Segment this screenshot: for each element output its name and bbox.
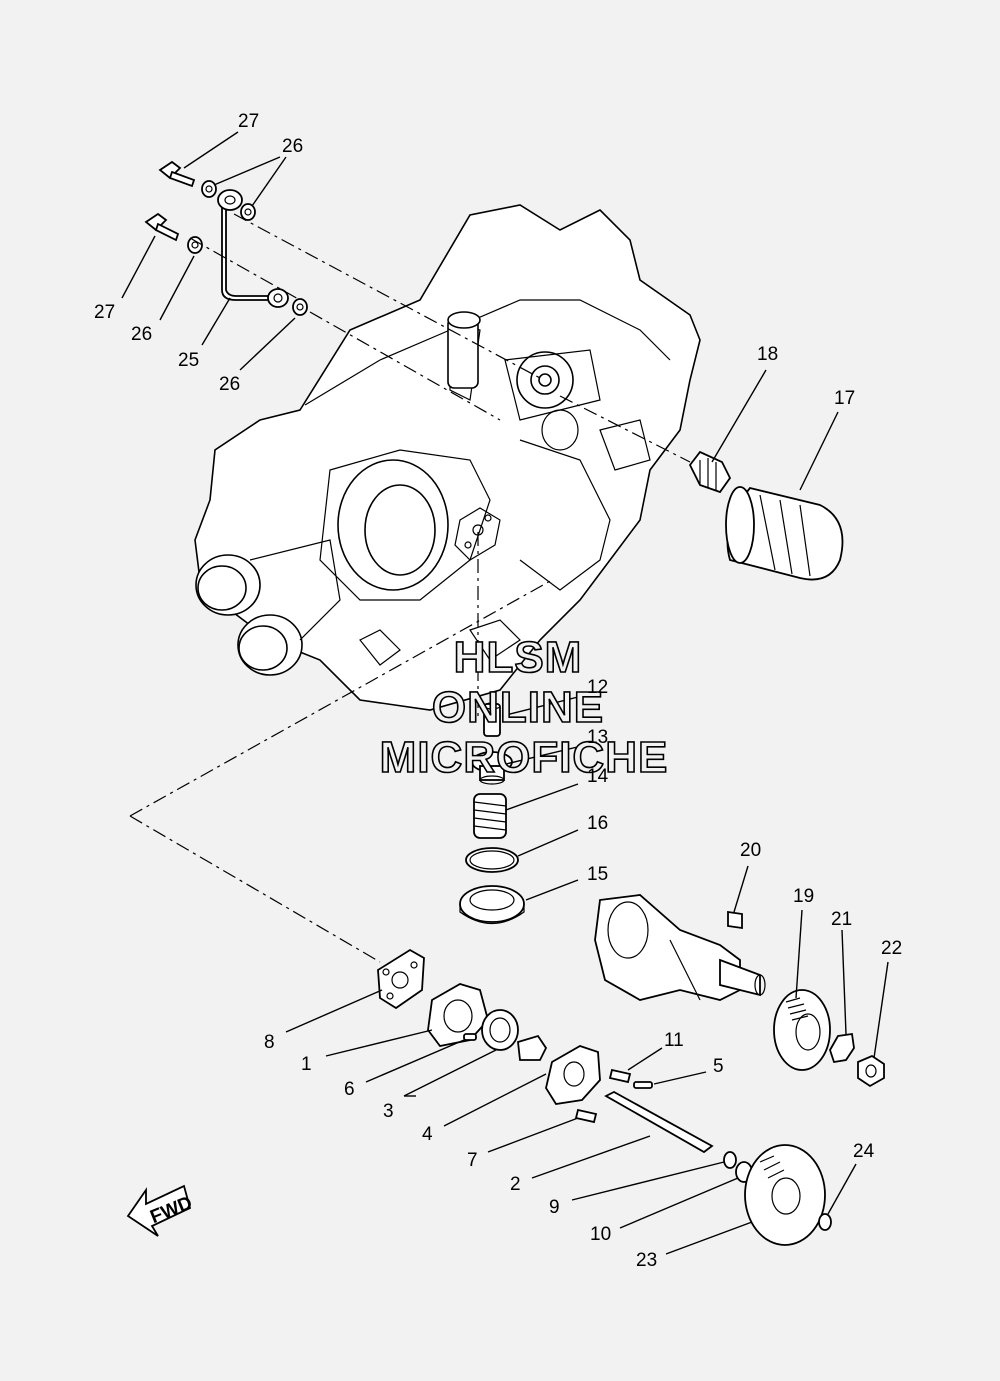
callout-20: 20 xyxy=(740,840,761,861)
callout-3: 3 xyxy=(383,1101,394,1122)
callout-labels: 27 26 27 26 25 26 18 17 12 13 14 16 15 2… xyxy=(94,111,902,1271)
assembly-lines xyxy=(129,213,691,963)
watermark-line-3: MICROFICHE xyxy=(380,733,669,782)
callout-4: 4 xyxy=(422,1124,433,1145)
callout-6: 6 xyxy=(344,1079,355,1100)
circlip-9 xyxy=(723,1151,737,1169)
watermark-line-1: HLSM xyxy=(454,633,583,682)
callout-24: 24 xyxy=(853,1141,875,1162)
callout-11: 11 xyxy=(664,1030,684,1051)
oil-pump-cover xyxy=(545,1045,601,1105)
pump-drive-gear xyxy=(744,1144,826,1246)
callout-7: 7 xyxy=(467,1150,478,1171)
oil-pump-body xyxy=(427,983,489,1047)
callout-23: 23 xyxy=(636,1250,657,1271)
water-pump-housing xyxy=(594,894,766,1001)
oil-filter xyxy=(725,486,844,581)
callout-22: 22 xyxy=(881,938,902,959)
callout-9: 9 xyxy=(549,1197,560,1218)
callout-18: 18 xyxy=(757,344,778,365)
union-bolt-upper xyxy=(158,160,196,188)
lock-washer xyxy=(829,1032,855,1064)
pump-shaft xyxy=(604,1090,714,1154)
oil-seal xyxy=(459,885,525,924)
relief-valve-spring xyxy=(473,793,507,839)
oil-delivery-pipe xyxy=(217,189,289,308)
callout-1: 1 xyxy=(301,1054,312,1075)
dowel-key xyxy=(727,910,743,930)
pump-driven-gear xyxy=(773,989,831,1071)
inner-rotor xyxy=(481,1009,519,1051)
o-ring xyxy=(465,847,519,873)
pin-5 xyxy=(633,1081,653,1089)
outer-rotor xyxy=(517,1034,548,1061)
circlip-24 xyxy=(818,1213,832,1231)
callout-17: 17 xyxy=(834,388,855,409)
callout-19: 19 xyxy=(793,886,814,907)
oil-filter-union xyxy=(688,450,732,494)
fwd-arrow-icon: FWD xyxy=(126,1184,195,1237)
callout-25: 25 xyxy=(178,350,199,371)
watermark: HLSM ONLINE MICROFICHE xyxy=(379,632,669,783)
relief-valve-pin xyxy=(483,702,501,737)
watermark-line-2: ONLINE xyxy=(432,683,604,732)
callout-14: 14 xyxy=(587,766,609,787)
callout-26-left: 26 xyxy=(131,324,152,345)
callout-15: 15 xyxy=(587,864,608,885)
screw-7 xyxy=(574,1108,598,1124)
callout-8: 8 xyxy=(264,1032,275,1053)
callout-26-lower: 26 xyxy=(219,374,240,395)
pin xyxy=(463,1033,477,1041)
callout-10: 10 xyxy=(590,1224,611,1245)
callout-5: 5 xyxy=(713,1056,724,1077)
callout-26-upper: 26 xyxy=(282,136,303,157)
copper-washers xyxy=(187,180,308,316)
screw-11 xyxy=(608,1068,632,1084)
callout-12: 12 xyxy=(587,677,608,698)
union-bolt-lower xyxy=(144,212,180,242)
leader-lines xyxy=(121,131,889,1255)
callout-21: 21 xyxy=(831,909,852,930)
callout-27-upper: 27 xyxy=(238,111,259,132)
nut xyxy=(857,1054,885,1088)
callout-13: 13 xyxy=(587,727,608,748)
crankcase-cover xyxy=(194,204,701,711)
oil-pump-gasket xyxy=(377,948,425,1010)
callout-16: 16 xyxy=(587,813,608,834)
callout-27-lower: 27 xyxy=(94,302,115,323)
callout-2: 2 xyxy=(510,1174,521,1195)
